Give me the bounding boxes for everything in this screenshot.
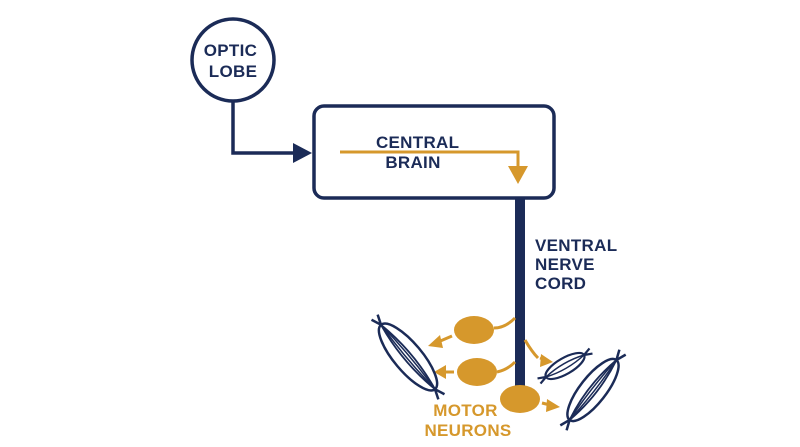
motor-neuron-3 [500, 385, 540, 413]
motor-neuron-2 [457, 358, 497, 386]
muscle-icon [370, 314, 446, 400]
optic-lobe-label-line1: OPTIC [204, 41, 257, 60]
motor-neurons-label-line1: MOTOR [433, 401, 497, 420]
muscle-icon [537, 347, 593, 385]
central-brain-pathway-arrow [340, 150, 528, 184]
motor-neuron-1 [454, 316, 494, 344]
central-brain-label-line1: CENTRAL [376, 133, 459, 152]
central-brain-label-line2: BRAIN [385, 153, 440, 172]
motor-output-arrow-2 [434, 365, 454, 379]
ventral-nerve-cord: VENTRAL NERVE CORD [515, 198, 622, 388]
optic-to-brain-arrow [231, 101, 312, 163]
svg-text:VENTRAL NERVE CORD: VENTRAL NERVE CORD [535, 236, 622, 293]
optic-lobe-label-line2: LOBE [209, 62, 257, 81]
vnc-label-line3: CORD [535, 274, 586, 293]
svg-text:MOTOR NEURONS: MOTOR NEURONS [424, 401, 511, 440]
motor-neurons-group: MOTOR NEURONS [424, 316, 560, 440]
motor-output-arrow-1 [428, 334, 453, 348]
central-brain-node: CENTRAL BRAIN [312, 104, 556, 200]
motor-output-arrow-4 [541, 399, 560, 412]
svg-text:CENTRAL BRAIN: CENTRAL BRAIN [376, 133, 464, 172]
vnc-label-line2: NERVE [535, 255, 595, 274]
motor-neurons-label-line2: NEURONS [424, 421, 511, 440]
muscle-icon [559, 349, 627, 431]
optic-lobe-node: OPTIC LOBE [190, 17, 276, 103]
motor-output-arrow-3 [539, 354, 553, 367]
vnc-label-line1: VENTRAL [535, 236, 617, 255]
ventral-nerve-cord-bar [515, 198, 525, 388]
optic-lobe-circle [190, 17, 276, 103]
svg-text:OPTIC LOBE: OPTIC LOBE [204, 41, 262, 81]
